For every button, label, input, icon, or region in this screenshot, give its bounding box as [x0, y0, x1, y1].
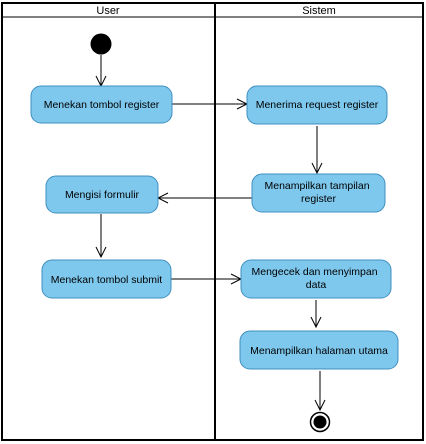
lane-title-system: Sistem: [302, 5, 336, 17]
action-check-save-label: Mengecek dan menyimpan data: [252, 266, 381, 291]
action-press-register-label: Menekan tombol register: [44, 99, 160, 111]
start-node: [90, 33, 112, 55]
action-show-home: Menampilkan halaman utama: [239, 330, 399, 370]
action-press-register: Menekan tombol register: [30, 85, 173, 124]
action-press-submit-label: Menekan tombol submit: [51, 274, 163, 286]
action-receive-request-label: Menerima request register: [256, 99, 379, 111]
action-press-submit: Menekan tombol submit: [41, 259, 172, 299]
end-node: [309, 411, 331, 433]
action-check-save: Mengecek dan menyimpan data: [240, 259, 392, 299]
action-fill-form-label: Mengisi formulir: [65, 189, 140, 201]
lane-title-user: User: [96, 5, 120, 17]
action-show-register: Menampilkan tampilan register: [251, 173, 386, 213]
action-fill-form: Mengisi formulir: [45, 175, 159, 214]
action-receive-request: Menerima request register: [246, 85, 388, 125]
action-show-register-label: Menampilkan tampilan register: [265, 180, 373, 205]
action-show-home-label: Menampilkan halaman utama: [250, 345, 388, 357]
